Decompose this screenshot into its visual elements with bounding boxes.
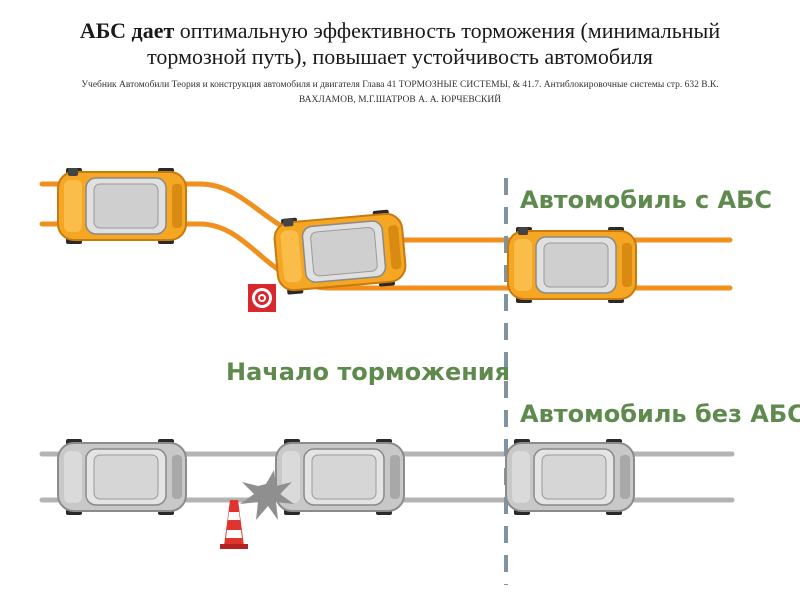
source-line2: ВАХЛАМОВ, М.Г.ШАТРОВ А. А. ЮРЧЕВСКИЙ [298,95,502,105]
target-icon [248,284,276,312]
title-line2: тормозной путь), повышает устойчивость а… [147,44,653,69]
source-reference: Учебник Автомобили Теория и конструкция … [20,78,780,108]
car-no-abs-collision [275,438,405,516]
label-braking-start: Начало торможения [226,358,510,386]
car-abs-swerve [271,207,409,297]
label-without-abs: Автомобиль без АБС [520,400,800,428]
label-with-abs: Автомобиль с АБС [520,186,772,214]
slide-title: АБС дает оптимальную эффективность тормо… [0,18,800,70]
car-no-abs-start [57,438,187,516]
car-abs-end [507,226,637,304]
traffic-cone-icon [220,500,248,549]
source-line1: Учебник Автомобили Теория и конструкция … [81,80,719,90]
title-line1-rest: оптимальную эффективность торможения (ми… [174,18,721,43]
impact-burst-icon [240,470,294,520]
title-bold: АБС дает [79,18,175,43]
car-no-abs-end [505,438,635,516]
car-abs-start [57,167,187,245]
